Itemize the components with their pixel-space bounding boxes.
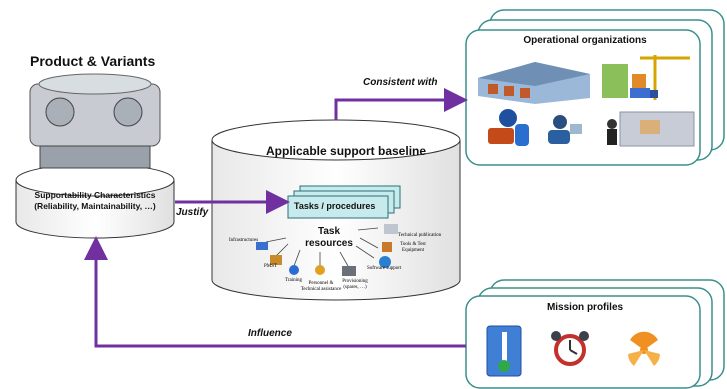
resource-tools-line-2: Equipment xyxy=(402,248,424,253)
radiation-icon xyxy=(628,331,660,366)
influence-label: Influence xyxy=(248,328,292,339)
resource-provisioning: Provisioning (spares, …) xyxy=(333,279,377,291)
consistent-with-arrow xyxy=(334,88,468,120)
tasks-procedures-label: Tasks / procedures xyxy=(294,201,376,211)
resource-mini-icons xyxy=(256,224,398,276)
resource-infrastructures: Infrastructures xyxy=(229,238,259,243)
resource-training: Training xyxy=(285,278,303,283)
operator-icon xyxy=(488,109,529,146)
influence-arrow xyxy=(84,236,466,348)
resource-personnel-line-1: Personnel & xyxy=(308,281,334,286)
justify-label: Justify xyxy=(176,207,209,218)
consistent-with-label: Consistent with xyxy=(363,77,438,88)
task-resources-line-1: Task xyxy=(317,226,341,237)
alarm-clock-icon xyxy=(551,331,589,366)
supportability-line-2: (Reliability, Maintainability, …) xyxy=(34,201,156,211)
task-resources-label: Task resources xyxy=(300,226,358,250)
operational-title: Operational organizations xyxy=(523,35,647,46)
computer-user-icon xyxy=(548,115,582,144)
resource-links xyxy=(265,227,379,267)
resource-personnel-line-2: Technical assistance xyxy=(300,287,342,292)
engine-image xyxy=(29,73,161,169)
loading-truck-icon xyxy=(607,111,695,147)
resource-software: Software support xyxy=(367,266,402,271)
thermometer-icon xyxy=(486,325,522,377)
supportability-label: Supportability Characteristics (Reliabil… xyxy=(20,190,170,212)
supportability-line-1: Supportability Characteristics xyxy=(34,190,156,200)
resource-tech-publication: Technical publication xyxy=(398,233,442,238)
warehouse-icon xyxy=(478,62,590,104)
resource-provisioning-line-2: (spares, …) xyxy=(343,285,367,290)
task-resources-line-2: resources xyxy=(305,238,353,249)
resource-tools: Tools & Test Equipment xyxy=(393,242,433,254)
resource-pmst: PMST xyxy=(264,264,278,269)
truck-icon xyxy=(630,88,658,98)
tasks-procedures-stack xyxy=(287,185,401,219)
product-title: Product & Variants xyxy=(30,53,156,69)
mission-title: Mission profiles xyxy=(546,302,624,313)
resource-tools-line-1: Tools & Test xyxy=(400,242,426,247)
resource-personnel: Personnel & Technical assistance xyxy=(296,281,346,293)
baseline-title: Applicable support baseline xyxy=(266,144,427,158)
product-cylinder xyxy=(15,163,175,239)
resource-provisioning-line-1: Provisioning xyxy=(342,279,368,284)
